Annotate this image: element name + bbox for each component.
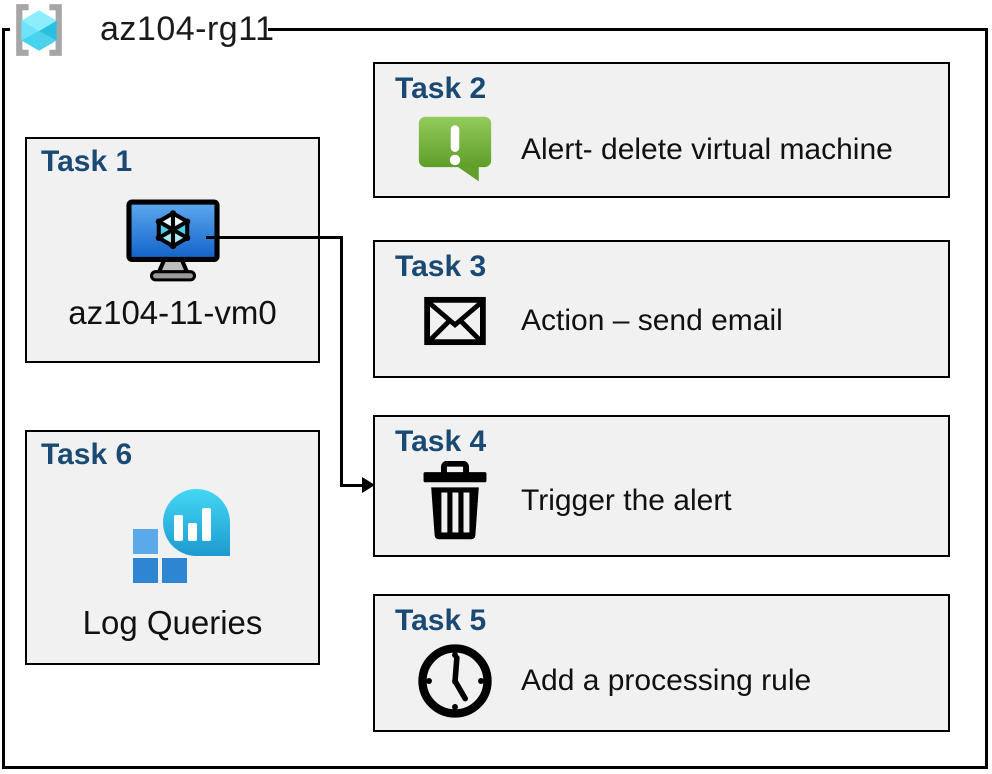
email-envelope-icon <box>424 296 486 346</box>
task-4-box: Task 4 Trigger the alert <box>373 415 950 557</box>
task-5-header: Task 5 <box>395 604 487 637</box>
connector-line-horizontal-2 <box>340 484 364 487</box>
resource-group-title: az104-rg11 <box>100 10 275 48</box>
trash-can-icon <box>423 461 487 540</box>
log-bubble <box>163 489 230 556</box>
task-3-header: Task 3 <box>395 250 487 283</box>
connector-line-horizontal-1 <box>206 236 343 239</box>
bar-chart-bar <box>174 515 183 541</box>
connector-arrowhead <box>362 477 375 493</box>
task-3-box: Task 3 Action – send email <box>373 240 950 378</box>
alert-message-icon <box>418 116 492 182</box>
connector-line-vertical <box>340 236 343 487</box>
task-6-label: Log Queries <box>82 604 263 641</box>
task-1-header: Task 1 <box>41 145 133 178</box>
bar-chart-bar <box>188 523 197 541</box>
task-5-label: Add a processing rule <box>521 664 812 697</box>
resource-group-icon <box>16 4 62 56</box>
task-5-box: Add a processing rule Task 5 <box>373 594 950 732</box>
task-6-header: Task 6 <box>41 438 133 471</box>
task-2-header: Task 2 <box>395 72 487 105</box>
virtual-machine-icon <box>126 199 220 282</box>
log-analytics-icon <box>133 489 233 585</box>
frame-title-gap <box>10 25 268 34</box>
task-1-label: az104-11-vm0 <box>68 294 277 331</box>
task-2-label: Alert- delete virtual machine <box>521 133 893 166</box>
task-4-header: Task 4 <box>395 425 487 458</box>
task-1-box: Task 1 <box>25 137 320 363</box>
task-6-box: Task 6 Log Queries <box>25 430 320 665</box>
clock-icon <box>418 644 492 718</box>
task-3-label: Action – send email <box>521 304 783 337</box>
log-square-bottom-left <box>133 558 158 583</box>
log-square-bottom-right <box>162 558 187 583</box>
bar-chart-bar <box>202 508 211 541</box>
task-2-box: Task 2 Alert- delete virtual machine <box>373 62 950 198</box>
log-square-top-left <box>133 529 158 554</box>
task-4-label: Trigger the alert <box>521 484 732 517</box>
